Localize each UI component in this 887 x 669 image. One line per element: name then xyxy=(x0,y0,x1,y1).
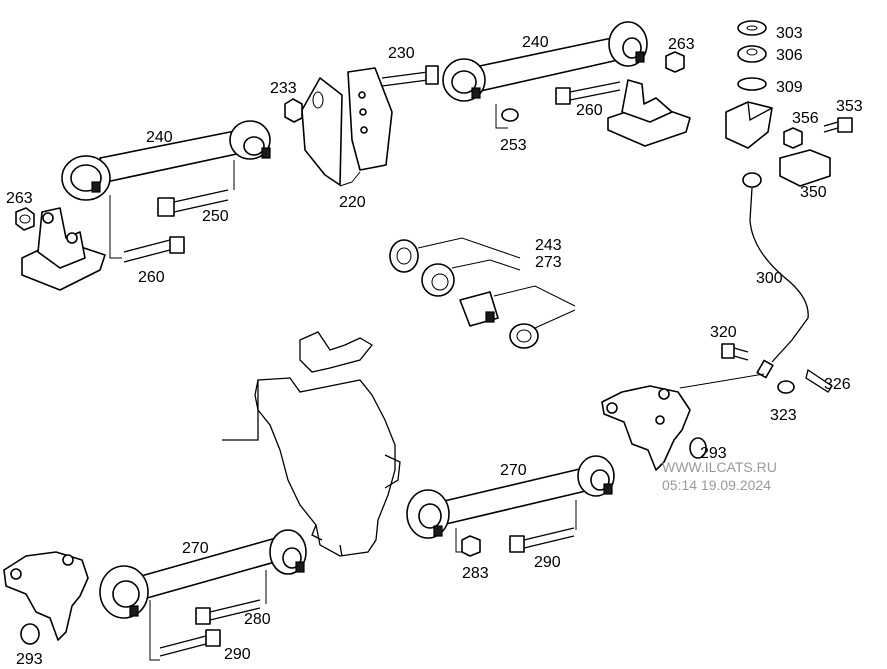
callout-250: 250 xyxy=(202,208,229,225)
engine-mount-bracket-left xyxy=(21,207,106,291)
callout-263-top: 263 xyxy=(668,36,695,53)
bushing-243 xyxy=(389,239,419,273)
watermark-site: WWW.ILCATS.RU xyxy=(662,459,777,475)
callout-293-right: 293 xyxy=(700,445,727,462)
bracket-350 xyxy=(779,149,831,187)
cable-leader-line xyxy=(679,373,765,389)
engine-mount-left-front xyxy=(3,551,89,641)
callout-260-left: 260 xyxy=(138,269,165,286)
callout-230: 230 xyxy=(388,45,415,62)
callout-labels: 230 240 263 303 306 309 233 240 260 253 … xyxy=(6,25,863,668)
callout-260-top: 260 xyxy=(576,102,603,119)
bolt-353 xyxy=(823,117,853,133)
callout-283: 283 xyxy=(462,565,489,582)
nut-293-right xyxy=(689,437,707,459)
bolt-290-right xyxy=(509,527,575,553)
callout-263-left: 263 xyxy=(6,190,33,207)
callout-353: 353 xyxy=(836,98,863,115)
torque-strut-270-right xyxy=(406,455,615,539)
nut-263-right xyxy=(665,51,685,73)
callout-280: 280 xyxy=(244,611,271,628)
bolt-260-right xyxy=(555,81,621,105)
callout-293-left: 293 xyxy=(16,651,43,668)
bolt-320 xyxy=(721,343,749,361)
bolt-280 xyxy=(195,599,261,625)
callout-300: 300 xyxy=(756,270,783,287)
bolt-290-left xyxy=(159,629,221,657)
cotter-pin-326 xyxy=(805,368,833,393)
torque-strut-240-left xyxy=(61,120,271,201)
callout-309: 309 xyxy=(776,79,803,96)
callout-243: 243 xyxy=(535,237,562,254)
washer-253 xyxy=(501,108,519,122)
sleeve-insert xyxy=(459,291,499,327)
bracket-block xyxy=(725,101,773,149)
washer-323 xyxy=(777,380,795,394)
washer-stack-303-306-309 xyxy=(737,20,767,91)
callout-240-left: 240 xyxy=(146,129,173,146)
bushing-leader-lines xyxy=(417,237,576,329)
engine-mount-right-front xyxy=(601,385,691,471)
nut-293-left xyxy=(20,623,40,645)
torque-strut-270-left xyxy=(99,529,307,619)
callout-290-right: 290 xyxy=(534,554,561,571)
callout-253: 253 xyxy=(500,137,527,154)
watermark: WWW.ILCATS.RU 05:14 19.09.2024 xyxy=(662,459,777,493)
callout-240-top: 240 xyxy=(522,34,549,51)
callout-303: 303 xyxy=(776,25,803,42)
watermark-timestamp: 05:14 19.09.2024 xyxy=(662,477,771,493)
engine-block-outline xyxy=(222,331,401,557)
callout-273: 273 xyxy=(535,254,562,271)
callout-326: 326 xyxy=(824,376,851,393)
nut-283 xyxy=(461,535,481,557)
callout-320: 320 xyxy=(710,324,737,341)
bolt-260-left xyxy=(123,236,185,263)
callout-220: 220 xyxy=(339,194,366,211)
callout-233: 233 xyxy=(270,80,297,97)
washer-ring xyxy=(509,323,539,349)
torque-strut-240-right xyxy=(442,21,648,102)
nut-263-left xyxy=(15,207,35,231)
mount-plates-220 xyxy=(301,67,393,186)
callout-323: 323 xyxy=(770,407,797,424)
callout-270-left: 270 xyxy=(182,540,209,557)
callout-350: 350 xyxy=(800,184,827,201)
callout-290-left: 290 xyxy=(224,646,251,663)
bushing-273 xyxy=(421,263,455,297)
callout-306: 306 xyxy=(776,47,803,64)
nut-233 xyxy=(284,98,303,123)
engine-mount-bracket-right xyxy=(607,79,691,147)
callout-270-right: 270 xyxy=(500,462,527,479)
leader-lines xyxy=(109,104,577,661)
bolt-230 xyxy=(381,65,439,87)
nut-356 xyxy=(783,127,803,149)
cable-300 xyxy=(742,172,809,379)
callout-356: 356 xyxy=(792,110,819,127)
bolt-250 xyxy=(157,189,229,217)
